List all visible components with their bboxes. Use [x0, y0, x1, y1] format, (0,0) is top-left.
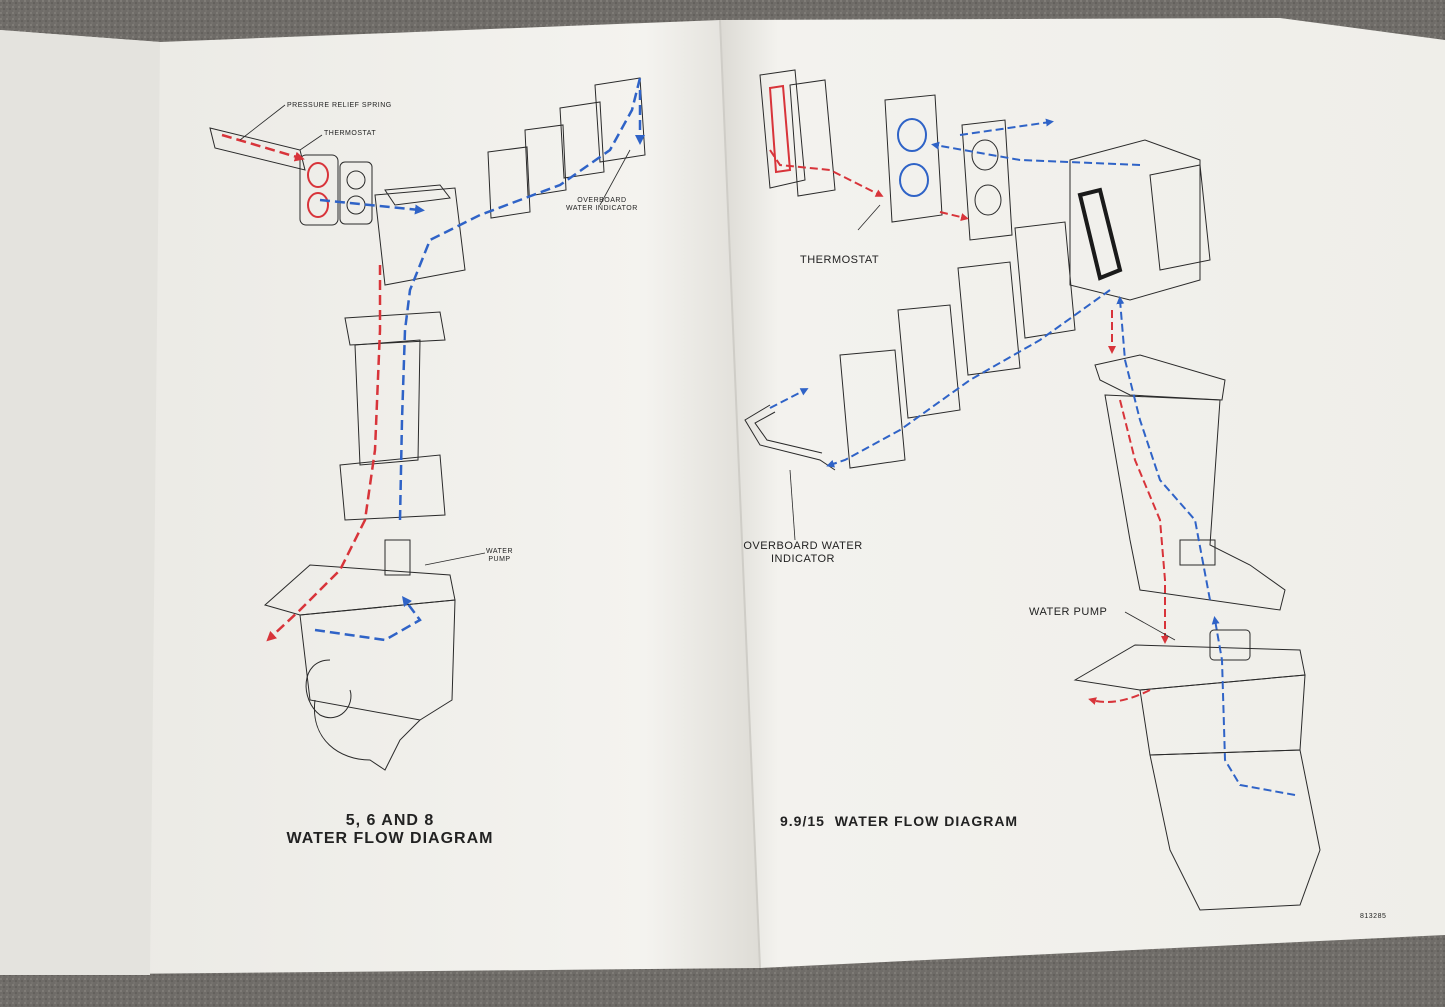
label-water-pump-left: WATER PUMP [486, 548, 513, 564]
label-overboard-right-line2: INDICATOR [771, 552, 835, 565]
part-number: 813285 [1360, 913, 1387, 920]
label-overboard-indicator-left: OVERBOARD WATER INDICATOR [566, 197, 638, 213]
left-title-line1: 5, 6 AND 8 [345, 812, 435, 829]
label-water-pump-line1: WATER [486, 548, 513, 555]
left-engine-drawing [209, 77, 646, 771]
label-water-pump-right: WATER PUMP [1029, 606, 1108, 618]
label-overboard-indicator-right: OVERBOARD WATER INDICATOR [740, 540, 866, 565]
label-pressure-relief-spring: PRESSURE RELIEF SPRING [287, 102, 392, 109]
label-water-pump-line2: PUMP [488, 556, 511, 564]
left-hot-flow-path [221, 133, 382, 642]
left-page-sheet [0, 20, 760, 975]
label-overboard-line2: WATER INDICATOR [566, 205, 638, 213]
label-thermostat-left: THERMOSTAT [324, 130, 377, 137]
left-cool-flow-path [314, 77, 645, 642]
label-overboard-right-line1: OVERBOARD WATER [743, 540, 863, 552]
left-diagram-title: 5, 6 AND 8 WATER FLOW DIAGRAM [270, 812, 510, 849]
right-cool-flow-path [769, 118, 1296, 796]
left-title-line2: WATER FLOW DIAGRAM [286, 830, 494, 848]
left-page-fold [0, 30, 160, 975]
right-page-sheet [720, 18, 1445, 968]
label-thermostat-right: THERMOSTAT [800, 254, 880, 266]
leader-lines [239, 104, 1176, 641]
right-engine-drawing [744, 69, 1321, 911]
right-diagram-title: 9.9/15 WATER FLOW DIAGRAM [780, 813, 1019, 829]
right-hot-flow-path [769, 149, 1169, 705]
page-fold-line [719, 19, 761, 969]
label-overboard-line1: OVERBOARD [577, 197, 627, 204]
